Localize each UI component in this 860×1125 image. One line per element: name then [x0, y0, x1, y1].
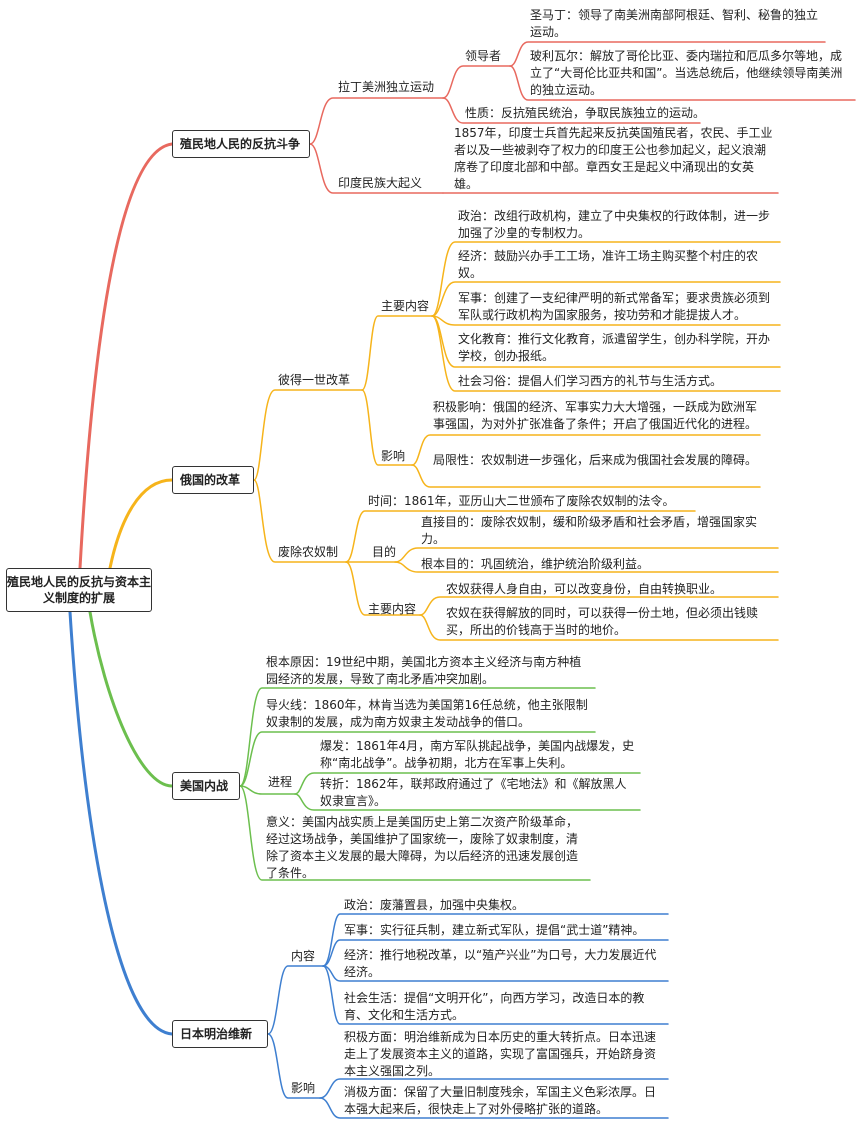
link-root-branch3 — [88, 610, 174, 788]
serfdom-direct-purpose-text: 直接目的：废除农奴制，缓和阶级矛盾和社会矛盾，增强国家实力。 — [421, 515, 758, 546]
civil-war-cause-text: 根本原因：19世纪中期，美国北方资本主义经济与南方种植园经济的发展，导致了南北矛… — [266, 655, 582, 686]
leaders-label: 领导者 — [465, 49, 502, 63]
civil-war-meaning-text: 意义：美国内战实质上是美国历史上第二次资产阶级革命，经过这场战争，美国维护了国家… — [266, 815, 579, 880]
serfdom-time-text: 时间：1861年，亚历山大二世颁布了废除农奴制的法令。 — [368, 494, 675, 508]
serfdom-content-1: 农奴获得人身自由，可以改变身份，自由转换职业。 — [446, 582, 723, 596]
serfdom-content-2: 农奴在获得解放的同时，可以获得一份土地，但必须出钱赎买，所出的价钱高于当时的地价… — [446, 606, 759, 637]
branch-american-civil-war: 美国内战 — [172, 772, 240, 800]
civil-war-turn-text: 转折：1862年，联邦政府通过了《宅地法》和《解放黑人奴隶宣言》。 — [320, 777, 627, 808]
serfdom-purpose-label: 目的 — [372, 545, 397, 559]
peter-politics-text: 政治：改组行政机构，建立了中央集权的行政体制，进一步加强了沙皇的专制权力。 — [458, 209, 771, 240]
civil-war-outbreak-text: 爆发：1861年4月，南方军队挑起战争，美国内战爆发，史称“南北战争”。战争初期… — [320, 739, 635, 770]
peter-limit-text: 局限性：农奴制进一步强化，后来成为俄国社会发展的障碍。 — [433, 453, 758, 467]
link-root-branch1 — [78, 142, 174, 570]
civil-war-fuse-text: 导火线：1860年，林肯当选为美国第16任总统，他主张限制奴隶制的发展，成为南方… — [266, 698, 588, 729]
peter-culture-text: 文化教育：推行文化教育，派遣留学生，创办科学院，开办学校，创办报纸。 — [458, 332, 771, 363]
meiji-politics-text: 政治：废藩置县，加强中央集权。 — [344, 898, 525, 912]
peter-reform-label: 彼得一世改革 — [278, 373, 351, 387]
serfdom-fundamental-purpose-text: 根本目的：巩固统治，维护统治阶级利益。 — [421, 557, 650, 571]
meiji-positive-text: 积极方面：明治维新成为日本历史的重大转折点。日本迅速走上了发展资本主义的道路，实… — [344, 1030, 657, 1078]
peter-positive-text: 积极影响：俄国的经济、军事实力大大增强，一跃成为欧洲军事强国，为对外扩张准备了条… — [433, 400, 758, 431]
peter-economy-text: 经济：鼓励兴办手工工场，准许工场主购买整个村庄的农奴。 — [458, 249, 759, 280]
peter-military-text: 军事：创建了一支纪律严明的新式常备军；要求贵族必须到军队或行政机构为国家服务，按… — [458, 291, 771, 322]
san-martin-text: 圣马丁：领导了南美洲南部阿根廷、智利、秘鲁的独立运动。 — [530, 8, 819, 39]
latin-america-label: 拉丁美洲独立运动 — [338, 80, 435, 94]
root-node: 殖民地人民的反抗与资本主义制度的扩展 — [6, 568, 152, 612]
bolivar-text: 玻利瓦尔：解放了哥伦比亚、委内瑞拉和厄瓜多尔等地，成立了“大哥伦比亚共和国”。当… — [530, 49, 843, 97]
meiji-impact-label: 影响 — [291, 1081, 316, 1095]
branch-meiji-restoration: 日本明治维新 — [172, 1020, 268, 1048]
branch-colonial-resistance: 殖民地人民的反抗斗争 — [172, 130, 310, 158]
meiji-society-text: 社会生活：提倡“文明开化”，向西方学习，改造日本的教育、文化和生活方式。 — [344, 991, 645, 1022]
branch-russian-reform: 俄国的改革 — [172, 466, 254, 494]
peter-content-label: 主要内容 — [381, 299, 430, 313]
link-root-branch2 — [108, 478, 174, 570]
india-uprising-label: 印度民族大起义 — [338, 176, 423, 190]
serfdom-content-label: 主要内容 — [368, 602, 417, 616]
link-root-branch4 — [68, 610, 174, 1036]
meiji-military-text: 军事：实行征兵制，建立新式军队，提倡“武士道”精神。 — [344, 923, 645, 937]
peter-custom-text: 社会习俗：提倡人们学习西方的礼节与生活方式。 — [458, 374, 723, 388]
meiji-content-label: 内容 — [291, 949, 316, 963]
meiji-economy-text: 经济：推行地税改革，以“殖产兴业”为口号，大力发展近代经济。 — [344, 948, 657, 979]
peter-impact-label: 影响 — [381, 449, 406, 463]
civil-war-process-label: 进程 — [268, 775, 293, 789]
serfdom-label: 废除农奴制 — [278, 545, 339, 559]
latin-nature-text: 性质：反抗殖民统治，争取民族独立的运动。 — [465, 106, 706, 120]
india-uprising-text: 1857年，印度士兵首先起来反抗英国殖民者，农民、手工业者以及一些被剥夺了权力的… — [454, 126, 773, 191]
meiji-negative-text: 消极方面：保留了大量旧制度残余，军国主义色彩浓厚。日本强大起来后，很快走上了对外… — [344, 1085, 657, 1116]
